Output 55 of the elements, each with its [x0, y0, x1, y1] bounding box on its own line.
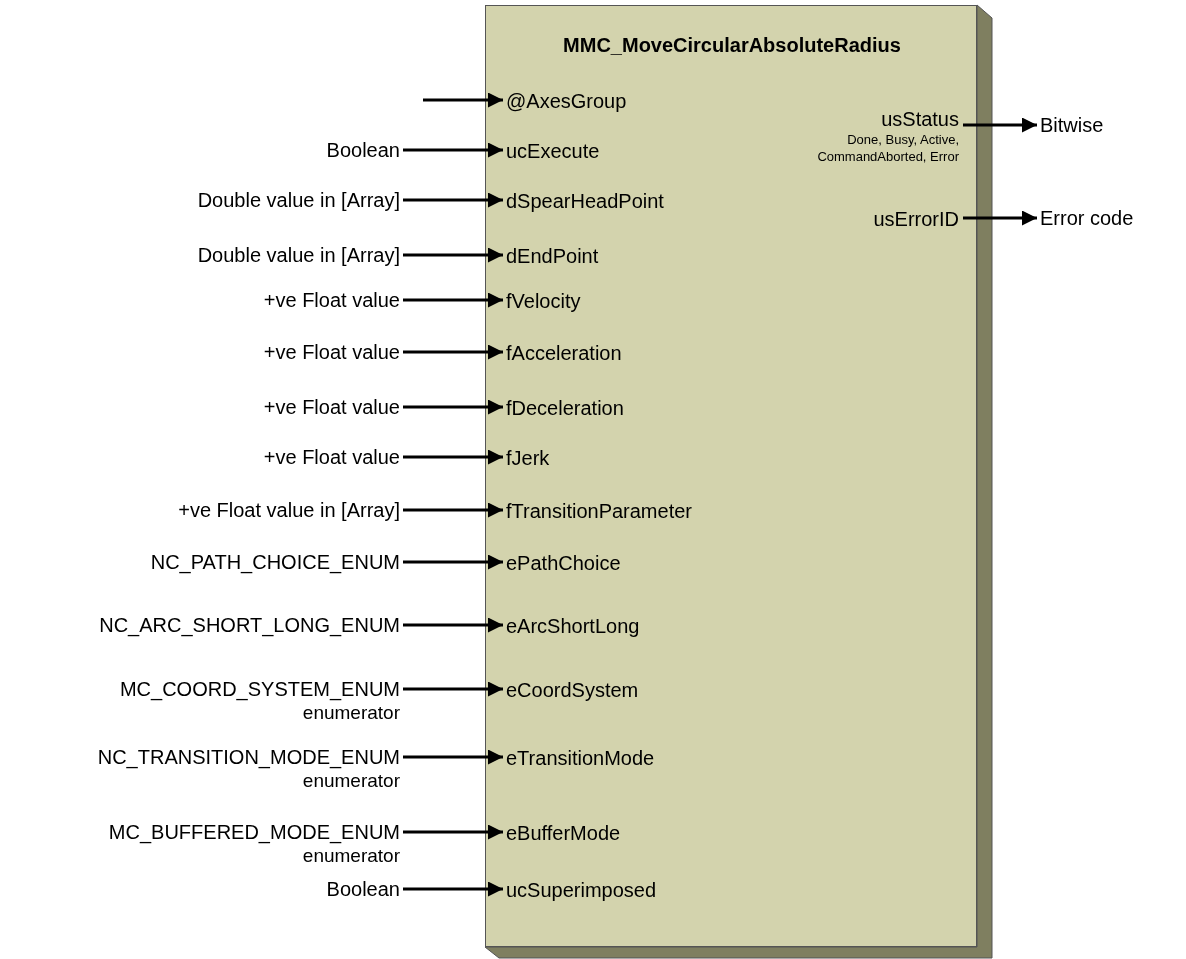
arrow — [403, 824, 503, 840]
arrow — [403, 554, 503, 570]
input-pin-label: fJerk — [506, 447, 550, 470]
input-pin-label: eCoordSystem — [506, 679, 639, 702]
arrow — [403, 881, 503, 897]
arrow — [403, 502, 503, 518]
arrow — [403, 617, 503, 633]
input-pin-label: ucSuperimposed — [506, 879, 657, 902]
output-pin-label: usErrorID — [873, 208, 959, 231]
arrow — [403, 681, 503, 697]
data-type-label: NC_TRANSITION_MODE_ENUM — [97, 746, 400, 769]
data-type-label: Boolean — [326, 139, 400, 162]
status-bits-note: Done, Busy, Active, CommandAborted, Error — [816, 131, 959, 165]
output-type-label: Error code — [1040, 207, 1134, 230]
arrow — [403, 192, 503, 208]
data-type-label: MC_BUFFERED_MODE_ENUM — [108, 821, 400, 844]
input-pin-label: fDeceleration — [506, 397, 624, 420]
data-type-label: +ve Float value — [263, 446, 400, 469]
data-type-label: NC_ARC_SHORT_LONG_ENUM — [99, 614, 400, 637]
input-pin-label: eBufferMode — [506, 822, 621, 845]
arrow — [403, 142, 503, 158]
type-note: enumerator — [302, 844, 400, 867]
arrow — [403, 247, 503, 263]
input-pin-label: fAcceleration — [506, 342, 622, 365]
input-pin-label: fVelocity — [506, 290, 581, 313]
input-pin-label: fTransitionParameter — [506, 500, 692, 523]
data-type-label: +ve Float value in [Array] — [178, 499, 400, 522]
input-pin-label: dEndPoint — [506, 245, 599, 268]
arrow — [403, 292, 503, 308]
data-type-label: Boolean — [326, 878, 400, 901]
data-type-label: Double value in [Array] — [197, 189, 400, 212]
data-type-label: Double value in [Array] — [197, 244, 400, 267]
input-pin-label: eTransitionMode — [506, 747, 655, 770]
arrow — [963, 210, 1037, 226]
data-type-label: MC_COORD_SYSTEM_ENUM — [119, 678, 400, 701]
type-note: enumerator — [302, 769, 400, 792]
input-pin-label: eArcShortLong — [506, 615, 640, 638]
arrow — [963, 117, 1037, 133]
input-pin-label: ucExecute — [506, 140, 600, 163]
data-type-label: +ve Float value — [263, 289, 400, 312]
arrow — [403, 449, 503, 465]
data-type-label: NC_PATH_CHOICE_ENUM — [150, 551, 400, 574]
arrow — [403, 344, 503, 360]
input-pin-label: @AxesGroup — [506, 90, 627, 113]
output-pin-label: usStatus — [881, 108, 959, 131]
input-pin-label: ePathChoice — [506, 552, 621, 575]
arrow — [423, 92, 503, 108]
data-type-label: +ve Float value — [263, 341, 400, 364]
output-type-label: Bitwise — [1040, 114, 1104, 137]
input-pin-label: dSpearHeadPoint — [506, 190, 664, 213]
type-note: enumerator — [302, 701, 400, 724]
block-title: MMC_MoveCircularAbsoluteRadius — [562, 34, 902, 57]
arrow — [403, 749, 503, 765]
data-type-label: +ve Float value — [263, 396, 400, 419]
arrow — [403, 399, 503, 415]
